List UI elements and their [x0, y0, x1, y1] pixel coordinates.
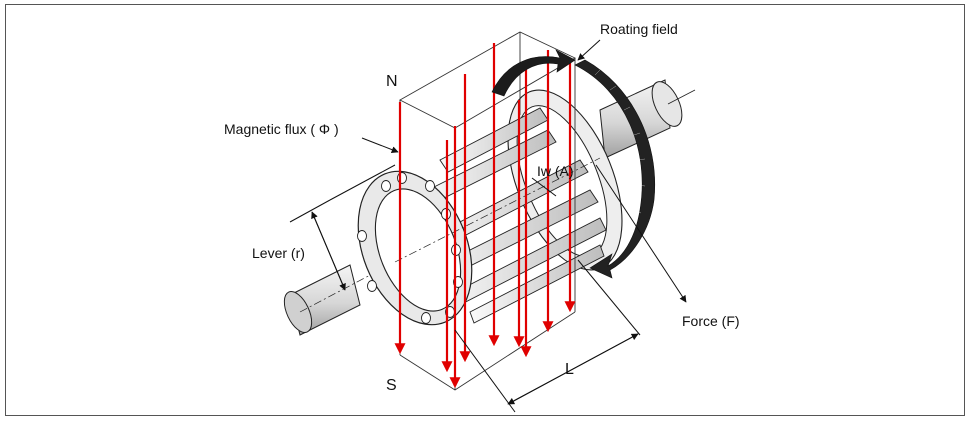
north-pole-label: N — [386, 73, 398, 90]
rotating-field-label: Roating field — [600, 21, 678, 37]
length-label: L — [565, 361, 574, 378]
front-end-ring — [357, 170, 473, 326]
south-pole-label: S — [386, 377, 397, 394]
annotation-lines — [289, 39, 687, 413]
magnetic-flux-arrows — [394, 43, 576, 389]
magnetic-flux-label: Magnetic flux ( Φ ) — [224, 121, 339, 137]
ring-holes — [357, 172, 463, 324]
current-label: Iw (A) — [537, 163, 574, 179]
force-label: Force (F) — [682, 313, 740, 329]
diagram-frame — [5, 4, 965, 416]
lever-label: Lever (r) — [252, 245, 305, 261]
rotating-field-arrows — [491, 49, 656, 279]
rotor-axis — [394, 157, 601, 263]
left-shaft — [283, 261, 396, 336]
